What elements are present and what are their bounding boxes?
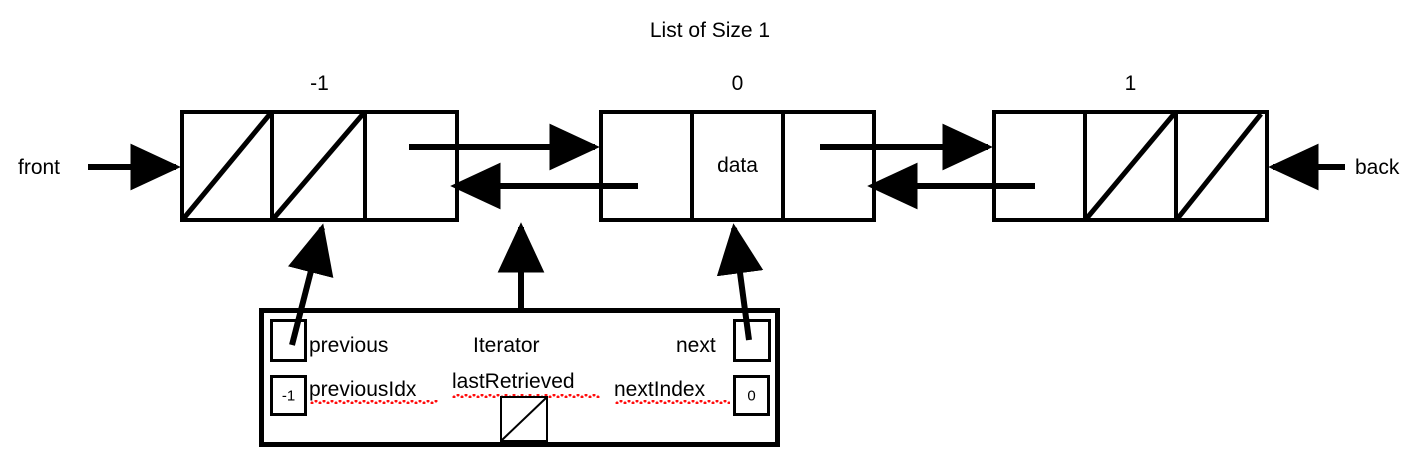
null-slash-icon xyxy=(184,114,270,218)
iterator-lastretrieved-slot xyxy=(500,396,548,442)
iterator-previousidx-slot: -1 xyxy=(270,375,307,416)
iterator-next-label: next xyxy=(676,334,716,357)
page-title: List of Size 1 xyxy=(649,19,771,42)
iterator-previousidx-label: previousIdx xyxy=(309,378,417,401)
null-slash-icon xyxy=(1178,114,1261,218)
iterator-previousidx-value: -1 xyxy=(281,387,296,404)
node-1-next-cell xyxy=(1174,114,1261,218)
null-slash-icon xyxy=(1087,114,1174,218)
node-index-label-1: 1 xyxy=(1124,72,1137,95)
iterator-lastretrieved-label: lastRetrieved xyxy=(452,370,575,393)
iterator-next-slot xyxy=(733,319,771,362)
node--1-next-cell xyxy=(363,114,455,218)
spellcheck-underline-nextindex xyxy=(615,400,730,404)
list-node-0: data xyxy=(599,110,876,222)
list-node-1 xyxy=(992,110,1269,222)
node-0-prev-cell xyxy=(603,114,690,218)
iterator-nextindex-label: nextIndex xyxy=(614,378,706,401)
node--1-prev-cell xyxy=(184,114,270,218)
front-label: front xyxy=(18,156,61,179)
iterator-previous-slot xyxy=(270,319,307,362)
node-1-data-cell xyxy=(1083,114,1174,218)
node-0-data-value: data xyxy=(717,154,758,177)
iterator-nextindex-slot: 0 xyxy=(733,375,770,416)
null-slash-icon xyxy=(502,398,546,440)
node--1-data-cell xyxy=(270,114,363,218)
spellcheck-underline-previousidx xyxy=(310,400,438,404)
iterator-previous-label: previous xyxy=(309,334,389,357)
node-1-prev-cell xyxy=(996,114,1083,218)
node-index-label-0: 0 xyxy=(731,72,744,95)
node-0-next-cell xyxy=(781,114,868,218)
node-index-label--1: -1 xyxy=(310,72,329,95)
back-label: back xyxy=(1355,156,1400,179)
iterator-nextindex-value: 0 xyxy=(747,387,756,404)
null-slash-icon xyxy=(274,114,363,218)
list-node--1 xyxy=(180,110,459,222)
iterator-title: Iterator xyxy=(473,334,540,357)
node-0-data-cell: data xyxy=(690,114,781,218)
